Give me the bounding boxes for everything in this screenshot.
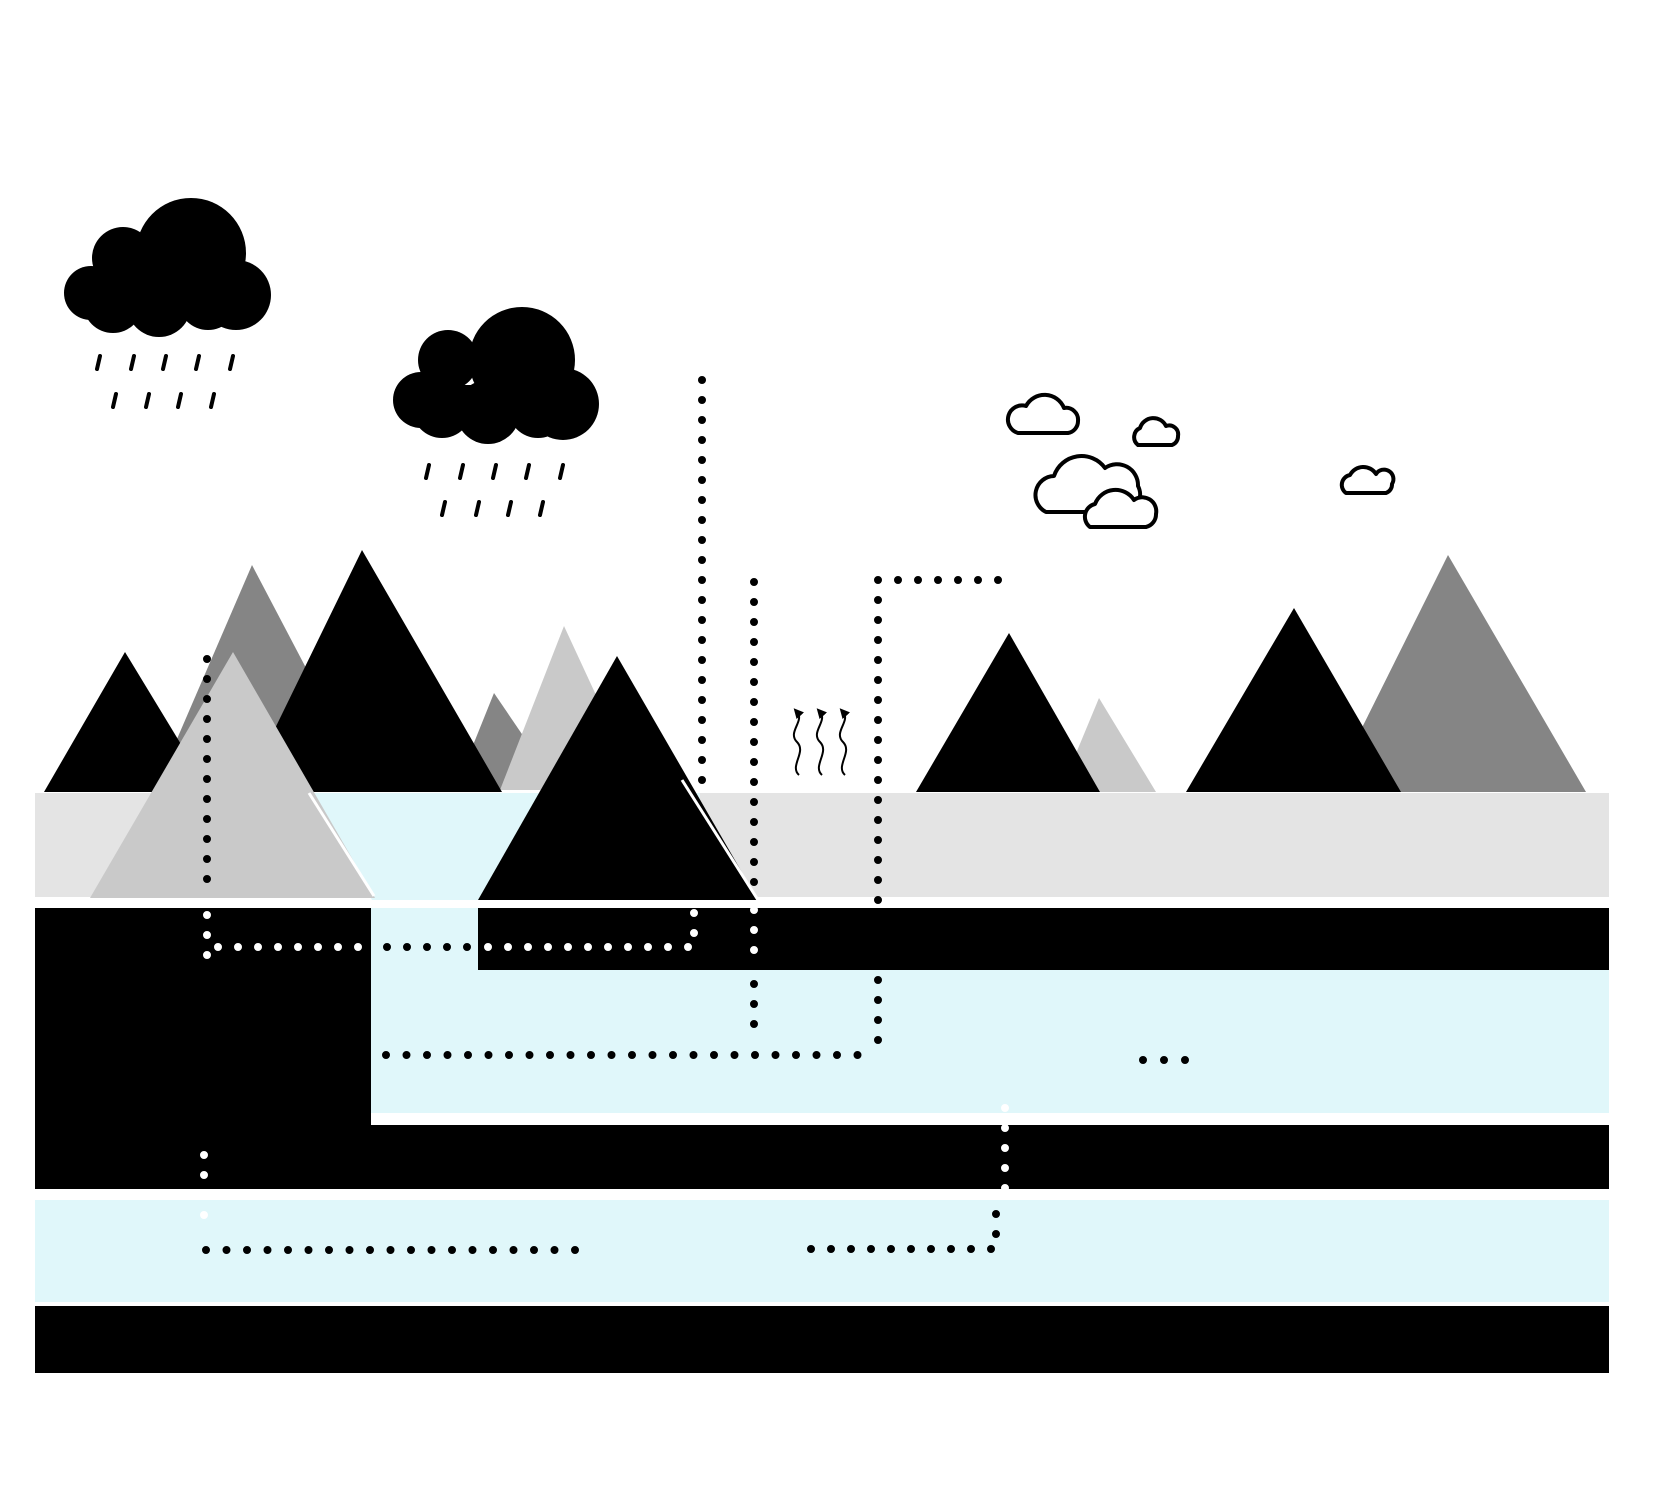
mountain-icon: [478, 656, 758, 900]
flow-path: [874, 576, 1002, 1059]
confining-layer: [35, 1125, 1609, 1189]
mountain-edge: [307, 792, 376, 897]
rain-cloud-icon: [64, 198, 271, 409]
mountain-icon: [1330, 555, 1586, 792]
mountain-icon: [916, 633, 1100, 792]
water-flow-paths: [200, 376, 1210, 1254]
evaporation-arrows-icon: [792, 708, 851, 776]
cloud-group: [1005, 392, 1396, 529]
mountain-range: [44, 550, 1586, 792]
cloud-outline-icon: [1132, 416, 1181, 447]
confining-layer: [478, 908, 1609, 970]
rain-cloud-icon: [393, 307, 599, 517]
flow-path: [807, 1196, 1000, 1253]
mountain-edge: [680, 779, 760, 901]
ground-layers: [35, 793, 1609, 1373]
cloud-outline-icon: [1005, 392, 1081, 435]
mountain-icon: [244, 550, 502, 792]
mountain-icon: [1186, 608, 1401, 792]
cloud-outline-icon: [1082, 487, 1159, 529]
bedrock-layer: [35, 1306, 1609, 1373]
mountain-icon: [90, 652, 375, 898]
mountain-icon: [44, 652, 210, 792]
foreground-mountains: [90, 652, 760, 901]
cloud-outline-icon: [1339, 464, 1396, 495]
aquifer-layer: [35, 1200, 1609, 1302]
confining-layer: [35, 908, 371, 1125]
